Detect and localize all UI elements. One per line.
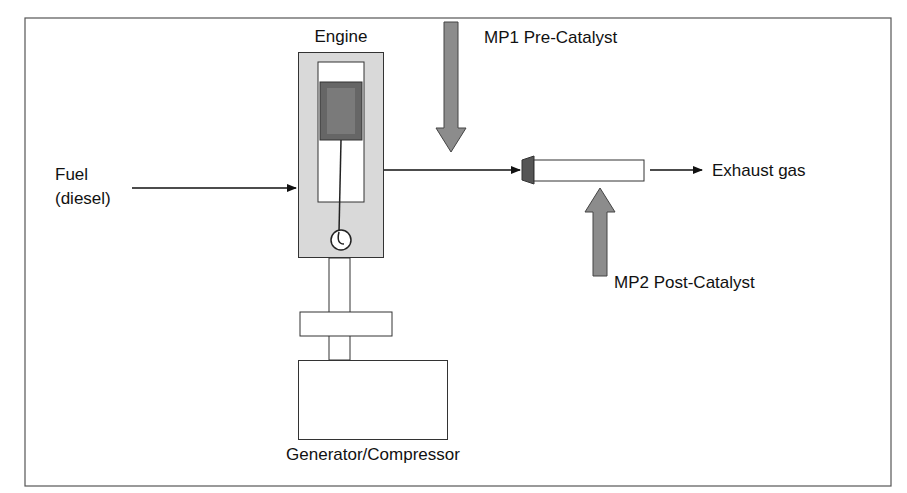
mp1-arrow — [436, 22, 466, 152]
mp2-arrow — [585, 188, 615, 276]
node-heading: Generator/Compressor — [286, 445, 460, 465]
generator-box: Generator/Compressor — [298, 360, 448, 440]
exhaust-pipe — [384, 169, 520, 171]
exhaust-outlet — [650, 169, 702, 171]
frame — [25, 18, 891, 486]
crankshaft — [331, 230, 351, 250]
shaft-coupling — [329, 258, 350, 360]
piston-face — [327, 88, 355, 134]
catalyst — [534, 160, 644, 181]
exhaust-label: Exhaust gas — [712, 159, 806, 183]
node-heading: Engine — [315, 27, 368, 47]
fuel-label: Fuel (diesel) — [55, 163, 133, 211]
engine-box: Engine — [298, 52, 384, 258]
connecting-rod — [339, 140, 341, 232]
crank-arm — [338, 232, 344, 244]
shaft — [329, 258, 350, 360]
flywheel — [300, 312, 392, 336]
measuring-point-label: MP2 Post-Catalyst — [614, 271, 755, 295]
engine-housing — [298, 52, 384, 258]
piston — [320, 82, 362, 140]
catalyst-inlet — [522, 156, 534, 184]
measuring-point-label: MP1 Pre-Catalyst — [484, 26, 617, 50]
cylinder — [318, 62, 364, 202]
fuel-line — [132, 187, 296, 189]
